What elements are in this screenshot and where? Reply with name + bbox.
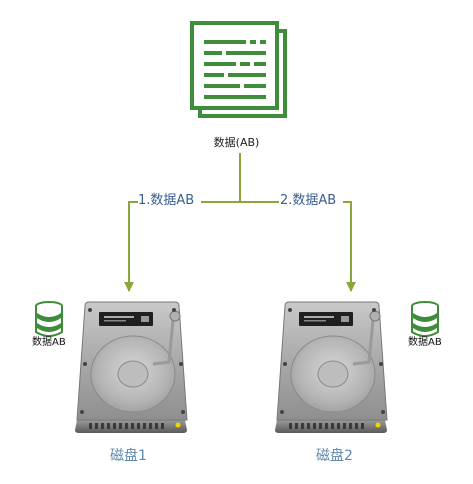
hard-disk-icon bbox=[275, 301, 388, 433]
database-icon bbox=[35, 301, 63, 337]
flow-line-1 bbox=[129, 201, 240, 291]
flow-label-1: 1.数据AB bbox=[138, 193, 195, 208]
connector-lines bbox=[129, 153, 351, 291]
disk-label-2: 磁盘2 bbox=[316, 448, 353, 464]
disk-label-1: 磁盘1 bbox=[110, 448, 147, 464]
flow-label-2: 2.数据AB bbox=[280, 193, 337, 208]
hard-disk-icon bbox=[75, 301, 188, 433]
document-label: 数据(AB) bbox=[213, 136, 260, 149]
document-icon bbox=[190, 21, 287, 118]
database-label-1: 数据AB bbox=[32, 337, 66, 348]
flow-line-2 bbox=[240, 201, 351, 291]
database-label-2: 数据AB bbox=[408, 337, 442, 348]
database-icon bbox=[411, 301, 439, 337]
